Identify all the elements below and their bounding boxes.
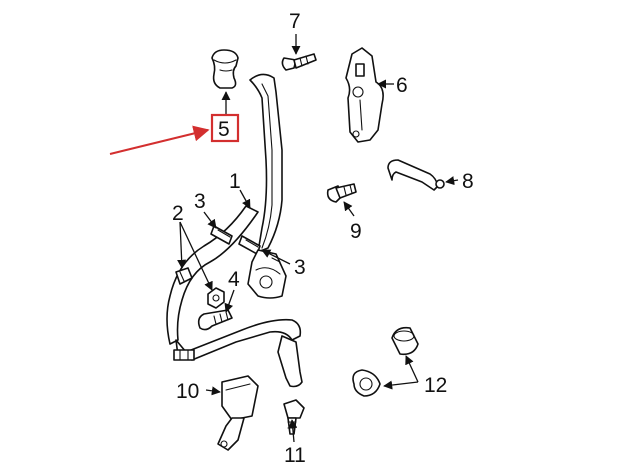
leader-2b [179,221,213,291]
callout-5-highlight-box [210,113,240,143]
leader-11 [288,419,298,443]
bolt-part [197,309,233,331]
highlight-pointer-arrow [109,125,210,155]
callout-label-3b: 3 [294,256,306,279]
retractor-mechanism-part [247,249,287,299]
leader-9 [343,201,355,217]
belt-clip-upper-part [210,225,233,245]
leader-8 [445,176,459,186]
leader-12a [405,355,419,383]
buckle-part [217,375,259,451]
guide-cap-part [211,49,239,89]
seat-belt-webbing-part [166,73,303,388]
leader-1 [239,189,251,209]
callout-label-12: 12 [424,374,447,397]
callout-label-8: 8 [462,170,474,193]
leader-3b [261,249,291,265]
callout-label-1: 1 [229,170,241,193]
leader-10 [205,386,221,396]
callout-label-10: 10 [176,380,199,403]
callout-label-7: 7 [289,10,301,33]
callout-label-5: 5 [218,118,230,141]
callout-label-4: 4 [228,268,240,291]
leader-4 [224,289,235,313]
callout-label-2: 2 [172,202,184,225]
nut-part [207,287,225,309]
leader-3a [203,211,217,229]
leader-2a [177,221,187,269]
mounting-bolt-9-part [326,183,357,203]
cover-cap-lower-part [352,369,381,397]
leader-12b [383,380,419,390]
callout-label-6: 6 [396,74,408,97]
cover-cap-upper-part [391,326,419,356]
spacer-part [175,267,193,285]
callout-label-9: 9 [350,220,362,243]
bracket-handle-part [387,159,445,191]
height-adjuster-part [345,47,384,143]
mounting-bolt-11-part [283,399,305,435]
callout-label-11: 11 [284,444,306,467]
mounting-bolt-7-part [281,53,317,71]
callout-label-3a: 3 [194,190,206,213]
